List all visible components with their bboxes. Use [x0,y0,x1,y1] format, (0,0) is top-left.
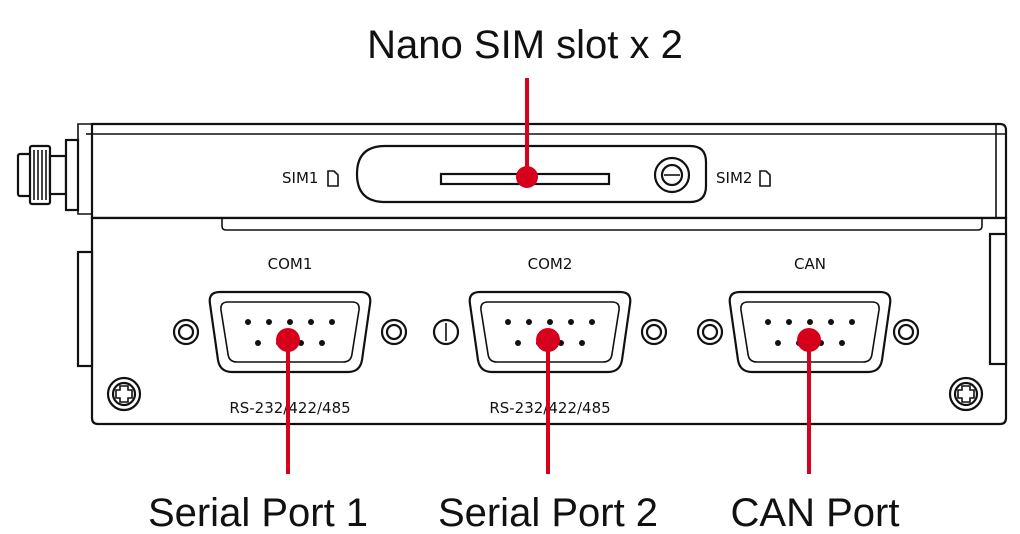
sim1-label: SIM1 [282,169,318,187]
sim2-slot [529,172,611,186]
callout-can-port: CAN Port [731,491,900,534]
can-label: CAN [794,255,826,273]
callout-serial-port-1: Serial Port 1 [148,491,368,534]
leader-serial-port-1 [276,328,300,474]
leader-can-port [797,328,821,474]
sim-card-icon [759,170,771,187]
callout-sim-slot: Nano SIM slot x 2 [367,23,683,67]
antenna-connector [16,138,80,212]
sim-eject-button [653,156,691,194]
mount-screw-right [948,376,984,412]
sim1-slot [439,172,521,186]
callout-serial-port-2: Serial Port 2 [438,491,658,534]
leader-sim-slot [516,78,538,188]
sim-card-icon [327,170,339,187]
leader-serial-port-2 [536,328,560,474]
com2-label: COM2 [528,255,573,273]
sim2-label: SIM2 [716,169,752,187]
com1-label: COM1 [268,255,313,273]
mount-screw-left [106,376,142,412]
